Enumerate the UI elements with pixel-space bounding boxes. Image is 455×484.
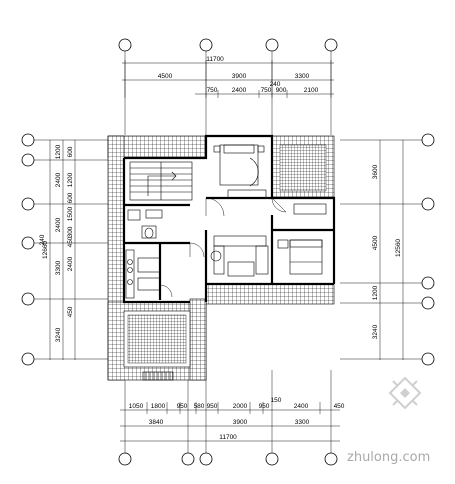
top-dim-4500: 4500	[158, 73, 173, 80]
bottom-dim-1800: 1800	[151, 403, 166, 410]
right-dimension-lines	[379, 140, 404, 360]
watermark-text: zhulong.com	[347, 450, 430, 465]
left-dimension-lines	[49, 140, 76, 360]
left-dim-450a: 450	[67, 236, 74, 247]
left-dim-1200a: 1200	[55, 144, 62, 159]
top-dim-750b: 750	[261, 87, 272, 94]
right-dim-1200: 1200	[372, 285, 379, 300]
kitchen-counter	[125, 249, 161, 299]
left-dim-2400c: 2400	[67, 256, 74, 271]
bottom-dim-3300: 3300	[295, 419, 310, 426]
top-dim-3300: 3300	[295, 73, 310, 80]
top-dim-2400: 2400	[232, 87, 247, 94]
entry-steps	[142, 371, 174, 381]
bottom-dimension-lines	[120, 402, 340, 442]
left-dim-1500: 1500	[67, 206, 74, 221]
living-room-sofa	[210, 235, 269, 277]
bottom-dim-overall: 11700	[219, 434, 237, 441]
axis-bubbles-left	[21, 133, 35, 366]
bottom-dim-3840: 3840	[149, 419, 164, 426]
left-dim-600a: 600	[67, 146, 74, 157]
top-dim-900: 900	[276, 87, 287, 94]
door-swings	[159, 197, 287, 298]
left-dim-240: 240	[39, 234, 46, 245]
bottom-dim-450: 450	[334, 403, 345, 410]
right-dim-3600: 3600	[372, 164, 379, 179]
left-dim-3300: 3300	[55, 260, 62, 275]
top-dim-2100: 2100	[304, 87, 319, 94]
balcony-inner-tiles	[123, 144, 327, 368]
left-dim-1200b: 1200	[67, 172, 74, 187]
bottom-dim-3900: 3900	[233, 419, 248, 426]
axis-bubbles-bottom	[118, 452, 338, 466]
top-dim-3900: 3900	[232, 73, 247, 80]
left-dim-2400b: 2400	[55, 217, 62, 232]
right-dim-4500: 4500	[372, 235, 379, 250]
left-dim-2400a: 2400	[55, 172, 62, 187]
bottom-dim-950b: 950	[207, 403, 218, 410]
bottom-dim-1050: 1050	[129, 403, 144, 410]
right-dim-3240: 3240	[372, 324, 379, 339]
bottom-dim-2400: 2400	[294, 403, 309, 410]
staircase	[129, 161, 193, 201]
bottom-dim-580: 580	[194, 403, 205, 410]
axis-leaders	[34, 51, 422, 453]
axis-bubbles-right	[421, 133, 435, 366]
axis-bubbles-top	[118, 38, 338, 52]
left-dim-450b: 450	[67, 306, 74, 317]
top-dim-overall: 11700	[206, 56, 224, 63]
wardrobe-1	[227, 189, 267, 199]
top-dim-750a: 750	[207, 87, 218, 94]
bottom-dim-950a: 950	[177, 403, 188, 410]
top-dimension-lines	[122, 60, 334, 98]
left-dim-300: 300	[67, 226, 74, 237]
bathroom-fixtures	[127, 209, 163, 239]
top-dim-small-240: 240	[270, 81, 281, 88]
bottom-dim-950c: 950	[259, 403, 270, 410]
master-bed	[213, 144, 265, 187]
bedroom-2-wardrobe	[293, 203, 327, 215]
bottom-dim-small-150: 150	[271, 397, 282, 404]
left-dim-3240: 3240	[55, 327, 62, 342]
left-dim-overall: 12660	[42, 241, 49, 259]
bottom-dim-2000: 2000	[233, 403, 248, 410]
secondary-bed	[277, 239, 323, 275]
watermark-logo-icon	[388, 376, 422, 410]
left-dim-600b: 600	[67, 192, 74, 203]
right-dim-overall: 12560	[395, 239, 402, 257]
